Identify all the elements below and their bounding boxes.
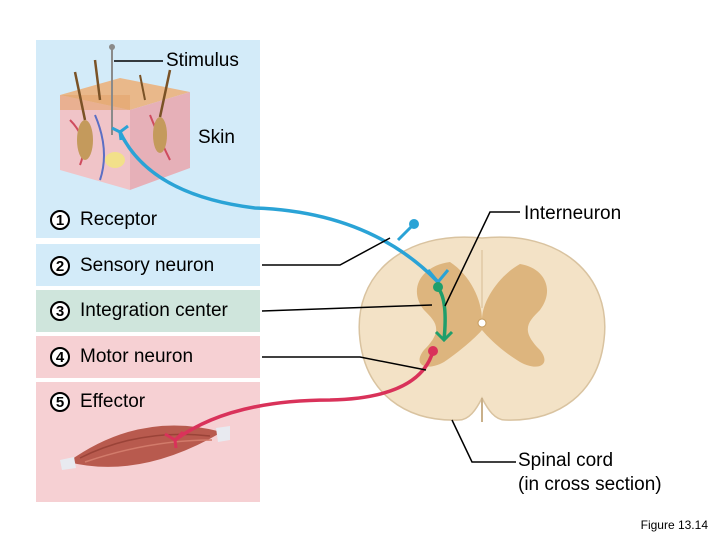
step-motor-neuron: 4 Motor neuron — [50, 346, 193, 368]
step-label: Motor neuron — [80, 346, 194, 367]
skin-illustration — [60, 59, 190, 190]
step-label: Receptor — [80, 209, 158, 230]
step-label: Effector — [80, 391, 146, 412]
step-number: 3 — [50, 301, 70, 321]
step-number: 1 — [50, 210, 70, 230]
muscle-illustration — [60, 425, 230, 470]
step-sensory-neuron: 2 Sensory neuron — [50, 255, 214, 277]
spinal-cord-cross-section — [358, 236, 606, 422]
step-label: Integration center — [80, 300, 228, 321]
step-integration-center: 3 Integration center — [50, 300, 228, 322]
leader-lines — [261, 211, 520, 463]
spinal-cord-label: Spinal cord — [518, 450, 614, 471]
stimulus-pin — [109, 44, 115, 135]
stimulus-label: Stimulus — [166, 50, 239, 71]
step-receptor: 1 Receptor — [50, 209, 157, 231]
interneuron — [433, 282, 454, 343]
sensory-panel — [36, 244, 260, 286]
spinal-cord-sublabel: (in cross section) — [518, 474, 662, 495]
figure-caption: Figure 13.14 — [640, 518, 708, 532]
skin-label: Skin — [198, 127, 235, 148]
interneuron-label: Interneuron — [524, 203, 622, 224]
motor-panel — [36, 336, 260, 378]
step-number: 4 — [50, 347, 70, 367]
step-effector: 5 Effector — [50, 391, 145, 413]
motor-neuron — [164, 346, 438, 449]
integration-panel — [36, 290, 260, 332]
step-label: Sensory neuron — [80, 255, 215, 276]
step-number: 5 — [50, 392, 70, 412]
step-number: 2 — [50, 256, 70, 276]
